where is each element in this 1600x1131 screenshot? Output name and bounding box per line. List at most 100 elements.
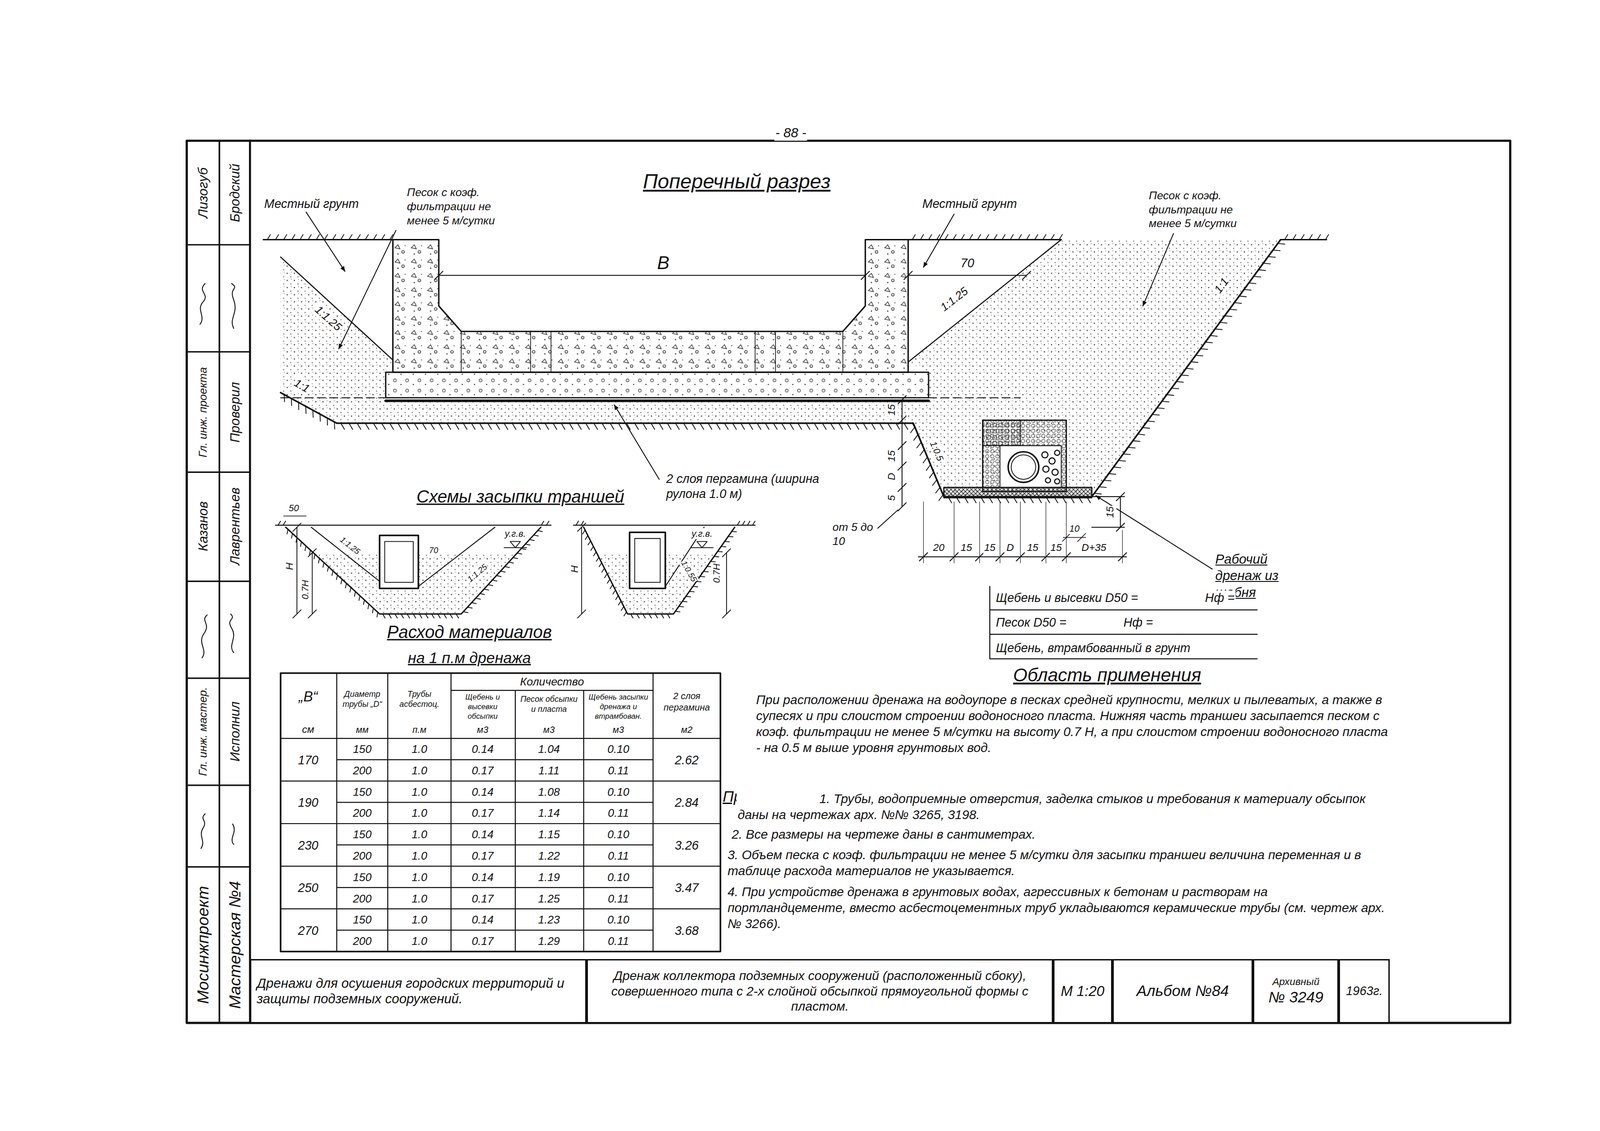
annotation: см (301, 723, 316, 736)
table-cell: 0.17 (470, 763, 495, 778)
stamp-column (186, 244, 250, 868)
annotation: Бродский (226, 162, 243, 224)
table-cell: 0.17 (470, 849, 495, 863)
title-block-text: Дренажи для осушения городских территори… (256, 975, 580, 1008)
annotation: Щебень и высевки D50 = (994, 590, 1139, 606)
table-cell: 1.0 (410, 849, 428, 863)
annotation: м3 (476, 724, 489, 736)
dimension-lines (1091, 492, 1125, 532)
annotation: Мосинжпроект (193, 884, 213, 1006)
soil-hatching (541, 521, 550, 526)
annotation: Песок обсыпки и пласта (517, 693, 581, 715)
table-cell: 1.08 (537, 785, 562, 800)
table-cell: 1.22 (537, 849, 562, 863)
table-cell: 0.11 (607, 763, 630, 778)
table-cell: 0.14 (470, 827, 495, 842)
table-cell: 0.10 (606, 785, 631, 800)
soil-hatching (286, 529, 543, 619)
table-cell: 1.0 (410, 913, 428, 927)
drain (943, 487, 1092, 498)
fill-schemes (275, 524, 551, 526)
soil-hatching (737, 521, 755, 526)
legend-lines (989, 586, 1258, 660)
soil-hatching (267, 234, 1329, 619)
dimension-lines (898, 395, 907, 512)
leader-lines (306, 212, 1213, 570)
table-cell: 0.14 (470, 913, 495, 927)
leader-lines (1142, 233, 1174, 307)
leader-lines (875, 509, 899, 531)
annotation: 10 (1068, 523, 1081, 535)
table-cell: 0.11 (607, 806, 630, 821)
fill-schemes (283, 515, 307, 517)
table-cell: 250 (296, 880, 320, 896)
dimension-lines (434, 271, 1127, 564)
drawing-title: Поперечный разрез (641, 169, 832, 194)
annotation: мм (355, 724, 370, 736)
dimension-lines (903, 271, 1031, 280)
annotation: 50 (288, 502, 301, 514)
drain (982, 420, 1066, 492)
table-cell: 1.0 (410, 892, 428, 906)
fill-schemes (573, 524, 755, 526)
soil-hatching (912, 234, 1063, 240)
cross-section (263, 238, 1327, 241)
table-cell: 0.17 (470, 806, 495, 821)
leader-lines (1096, 495, 1213, 570)
annotation: Казанов (195, 500, 212, 553)
cross-section (280, 239, 1281, 498)
annotation: 1:1.25 (936, 283, 972, 315)
drain (1054, 450, 1060, 456)
title-block-cell: Дренажи для осушения городских территори… (249, 959, 587, 1024)
table-cell: 0.10 (606, 870, 631, 885)
soil-hatching (267, 234, 393, 240)
title-block-text: Архивный (1259, 976, 1332, 989)
drain (1007, 451, 1039, 483)
annotation: Схемы засыпки траншей (415, 486, 626, 508)
table-cell: 150 (352, 785, 373, 800)
table-cell: 3.68 (673, 923, 700, 939)
annotation: 15 (959, 541, 973, 555)
table-cell: 1.19 (537, 870, 562, 885)
annotation: В (655, 252, 671, 275)
soil-hatching (278, 521, 286, 526)
title-block-cell: 1963г. (1338, 959, 1390, 1024)
annotation: Нф = (1122, 615, 1154, 630)
annotation: 15 (1026, 541, 1039, 555)
annotation: 2 слоя пергамина (ширина рулона 1.0 м) (665, 471, 834, 503)
annotation: D (885, 472, 899, 482)
annotation: на 1 п.м дренажа (406, 649, 533, 668)
table-cell: 1.0 (410, 785, 428, 800)
table-cell: 150 (352, 742, 373, 757)
annotation: 5 (885, 494, 899, 502)
table-cell: 200 (352, 806, 373, 821)
table-cell: 2.84 (673, 795, 700, 811)
annotation: 2 слоя пергамина (654, 690, 719, 714)
table-cell: 1.23 (537, 913, 562, 927)
table-cell: 1.0 (410, 742, 428, 757)
table-cell: 1.29 (537, 934, 562, 949)
annotation: - 88 - (774, 124, 808, 141)
fill-schemes (503, 541, 527, 548)
dimension-lines (923, 501, 1123, 563)
drain (1011, 454, 1036, 480)
leader-lines (306, 212, 345, 272)
legend-lines (989, 586, 1258, 660)
annotation: Н (568, 565, 581, 575)
drain (1041, 451, 1048, 458)
table-cell: 0.14 (470, 785, 495, 800)
table-cell: 200 (352, 763, 373, 778)
cross-section (392, 239, 909, 373)
table-cell: 1.0 (410, 827, 428, 842)
table-cell: 1.0 (410, 806, 428, 821)
annotation: Область применения (1011, 664, 1203, 687)
drain (943, 420, 1092, 498)
title-block-cell: Архивный№ 3249 (1252, 959, 1339, 1024)
drain (1000, 445, 1062, 488)
table-cell: 1.0 (410, 763, 428, 778)
leader-lines (923, 214, 955, 268)
annotation: Гл. инж. проекта (196, 366, 210, 459)
soil-hatching (576, 521, 584, 526)
annotation: Исполнил (226, 700, 243, 764)
